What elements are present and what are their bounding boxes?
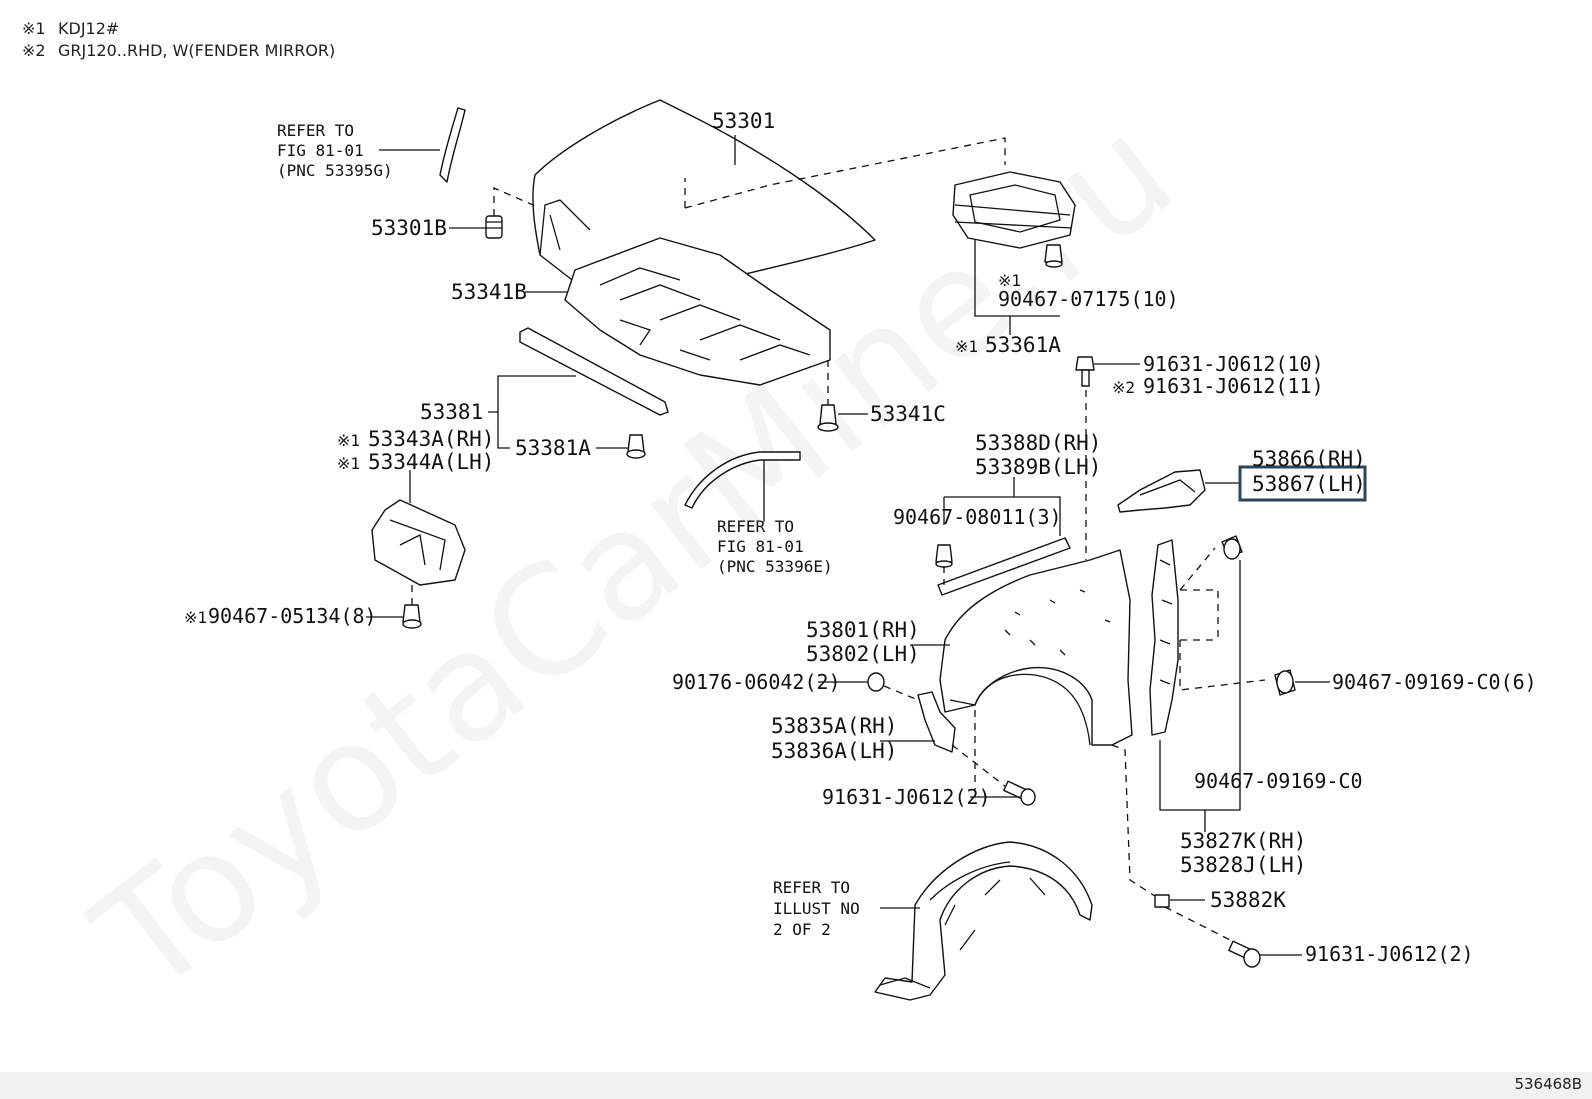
fender-side-liner	[1149, 539, 1179, 736]
leader-53381a-bracket	[497, 412, 510, 449]
label-53388d: 53388D(RH)	[975, 431, 1101, 455]
dash-53301b	[493, 187, 541, 216]
refer-a-line3: (PNC 53395G)	[277, 161, 393, 180]
label-53867: 53867(LH)	[1252, 472, 1366, 496]
label-53828j: 53828J(LH)	[1180, 853, 1306, 877]
label-90467-09169-c0-6: 90467-09169-C0(6)	[1332, 670, 1537, 694]
footnote-mark: ※2	[22, 41, 46, 60]
fender-seal-strip	[937, 537, 1071, 596]
dash-53882k	[1111, 744, 1159, 899]
label-53827k: 53827K(RH)	[1180, 829, 1306, 853]
label-90176-06042: 90176-06042(2)	[672, 670, 841, 694]
refer-b-line1: REFER TO	[717, 517, 794, 536]
footnote-text: KDJ12#	[58, 19, 120, 38]
dash-nut	[883, 685, 919, 701]
bolt-91631-j0612-mid	[1003, 780, 1036, 806]
fender-liner-seal	[1117, 469, 1206, 513]
label-90467-09169-c0: 90467-09169-C0	[1194, 769, 1363, 793]
clip-90467-09169-top	[1221, 535, 1243, 560]
hood-dash-line	[684, 137, 1006, 209]
refer-a-line2: FIG 81-01	[277, 141, 364, 160]
clip-53341c	[817, 404, 839, 432]
hood-inner-panel	[564, 237, 831, 386]
fender-bracket	[917, 691, 956, 753]
refer-b-line3: (PNC 53396E)	[717, 557, 833, 576]
label-53866: 53866(RH)	[1252, 447, 1366, 471]
label-53882k: 53882K	[1210, 888, 1286, 912]
refer-c-line3: 2 OF 2	[773, 920, 831, 939]
label-53835a: 53835A(RH)	[771, 714, 897, 738]
leader-53361a	[974, 240, 1060, 317]
label-91631-j0612-2b: 91631-J0612(2)	[1305, 942, 1474, 966]
bracket-53388d	[943, 496, 1061, 536]
label-53341b: 53341B	[451, 280, 527, 304]
label-53801: 53801(RH)	[806, 618, 920, 642]
front-fender	[939, 549, 1133, 746]
dash-bracket	[951, 710, 1011, 791]
hood-lock-bracket	[371, 499, 466, 586]
label-90467-05134: 90467-05134(8)	[208, 604, 377, 628]
label-53301b: 53301B	[371, 216, 447, 240]
refer-c-line1: REFER TO	[773, 878, 850, 897]
label-91631-j0612-11: 91631-J0612(11)	[1143, 374, 1324, 398]
label-53341c: 53341C	[870, 402, 946, 426]
footnote-text: GRJ120..RHD, W(FENDER MIRROR)	[58, 41, 336, 60]
label-53802: 53802(LH)	[806, 642, 920, 666]
clip-53882k	[1154, 894, 1170, 908]
label-90467-07175: 90467-07175(10)	[998, 287, 1179, 311]
mark-53343a: ※1	[337, 431, 360, 450]
label-53301: 53301	[712, 109, 775, 133]
label-53836a: 53836A(LH)	[771, 739, 897, 763]
bracket-53827k	[1159, 740, 1241, 832]
fender-liner	[874, 841, 1093, 1001]
clip-53381a	[626, 434, 646, 459]
clip-90467-09169-c0-6	[1274, 669, 1296, 696]
hood-rear-seal	[519, 327, 669, 416]
label-53343a: 53343A(RH)	[368, 427, 494, 451]
dash-liner-box	[1179, 547, 1266, 691]
label-53389b: 53389B(LH)	[975, 455, 1101, 479]
dash-bottom-bolt	[1164, 906, 1241, 946]
footnote-1: ※1 KDJ12#	[22, 18, 335, 40]
clip-90467-08011	[935, 544, 953, 568]
refer-a-line1: REFER TO	[277, 121, 354, 140]
mark-91631-j0612-11: ※2	[1112, 378, 1135, 397]
label-53361a: 53361A	[985, 333, 1061, 357]
hood-seal-strip-b	[684, 451, 801, 509]
mark-90467-05134: ※1	[184, 608, 207, 627]
bolt-91631-j0612-top	[1075, 356, 1095, 387]
label-53344a: 53344A(LH)	[368, 450, 494, 474]
footer-bar: 536468B	[0, 1072, 1592, 1099]
footnotes: ※1 KDJ12# ※2 GRJ120..RHD, W(FENDER MIRROR)	[22, 18, 335, 62]
nut-90176-06042	[867, 672, 885, 692]
cowl-seal-cover	[952, 171, 1076, 249]
label-91631-j0612-10: 91631-J0612(10)	[1143, 352, 1324, 376]
hood-cushion	[485, 215, 503, 239]
clip-90467-05134	[402, 604, 422, 629]
leader-53381	[488, 375, 576, 413]
label-90467-08011: 90467-08011(3)	[893, 505, 1062, 529]
mark-53344a: ※1	[337, 454, 360, 473]
footnote-mark: ※1	[22, 19, 46, 38]
refer-c-line2: ILLUST NO	[773, 899, 860, 918]
label-91631-j0612-2a: 91631-J0612(2)	[822, 785, 991, 809]
refer-b-line2: FIG 81-01	[717, 537, 804, 556]
highlight-53867	[1238, 465, 1367, 502]
bolt-91631-j0612-bottom	[1228, 940, 1261, 968]
clip-90467-07175	[1044, 244, 1063, 268]
label-53381a: 53381A	[515, 436, 591, 460]
hood-seal-strip-a	[439, 107, 466, 183]
label-53381: 53381	[420, 400, 483, 424]
footnote-2: ※2 GRJ120..RHD, W(FENDER MIRROR)	[22, 40, 335, 62]
mark-53361a: ※1	[955, 337, 978, 356]
diagram-code: 536468B	[1514, 1075, 1582, 1093]
mark-90467-07175: ※1	[998, 271, 1021, 290]
